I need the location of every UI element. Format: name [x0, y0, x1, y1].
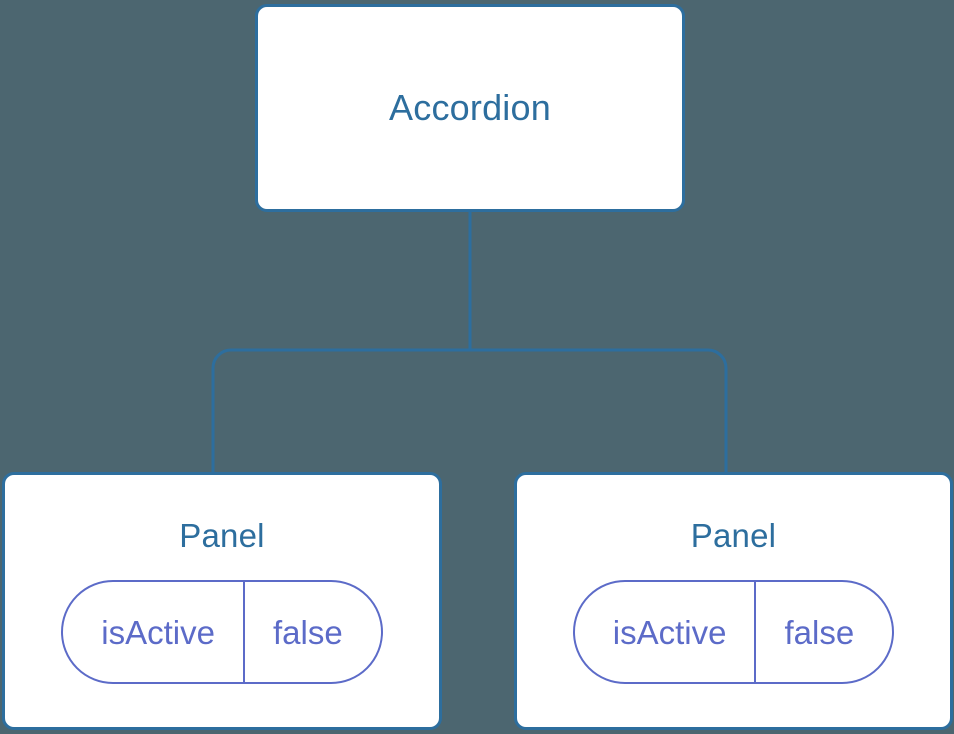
- node-panel-1-title: Panel: [690, 517, 777, 554]
- node-accordion-title: Accordion: [389, 87, 551, 128]
- edge-bus-left: [211, 348, 470, 472]
- edge-bus-right: [470, 348, 728, 472]
- node-panel-0-prop-isactive[interactable]: isActive false: [61, 580, 383, 684]
- prop-key: isActive: [101, 613, 215, 651]
- prop-value: false: [754, 582, 892, 682]
- node-panel-1[interactable]: Panel isActive false: [514, 472, 953, 730]
- node-panel-0[interactable]: Panel isActive false: [2, 472, 442, 730]
- node-panel-1-prop-isactive[interactable]: isActive false: [572, 580, 895, 684]
- prop-key: isActive: [612, 613, 727, 651]
- prop-value: false: [242, 582, 381, 682]
- node-panel-0-title: Panel: [179, 517, 265, 554]
- node-accordion[interactable]: Accordion: [255, 4, 685, 212]
